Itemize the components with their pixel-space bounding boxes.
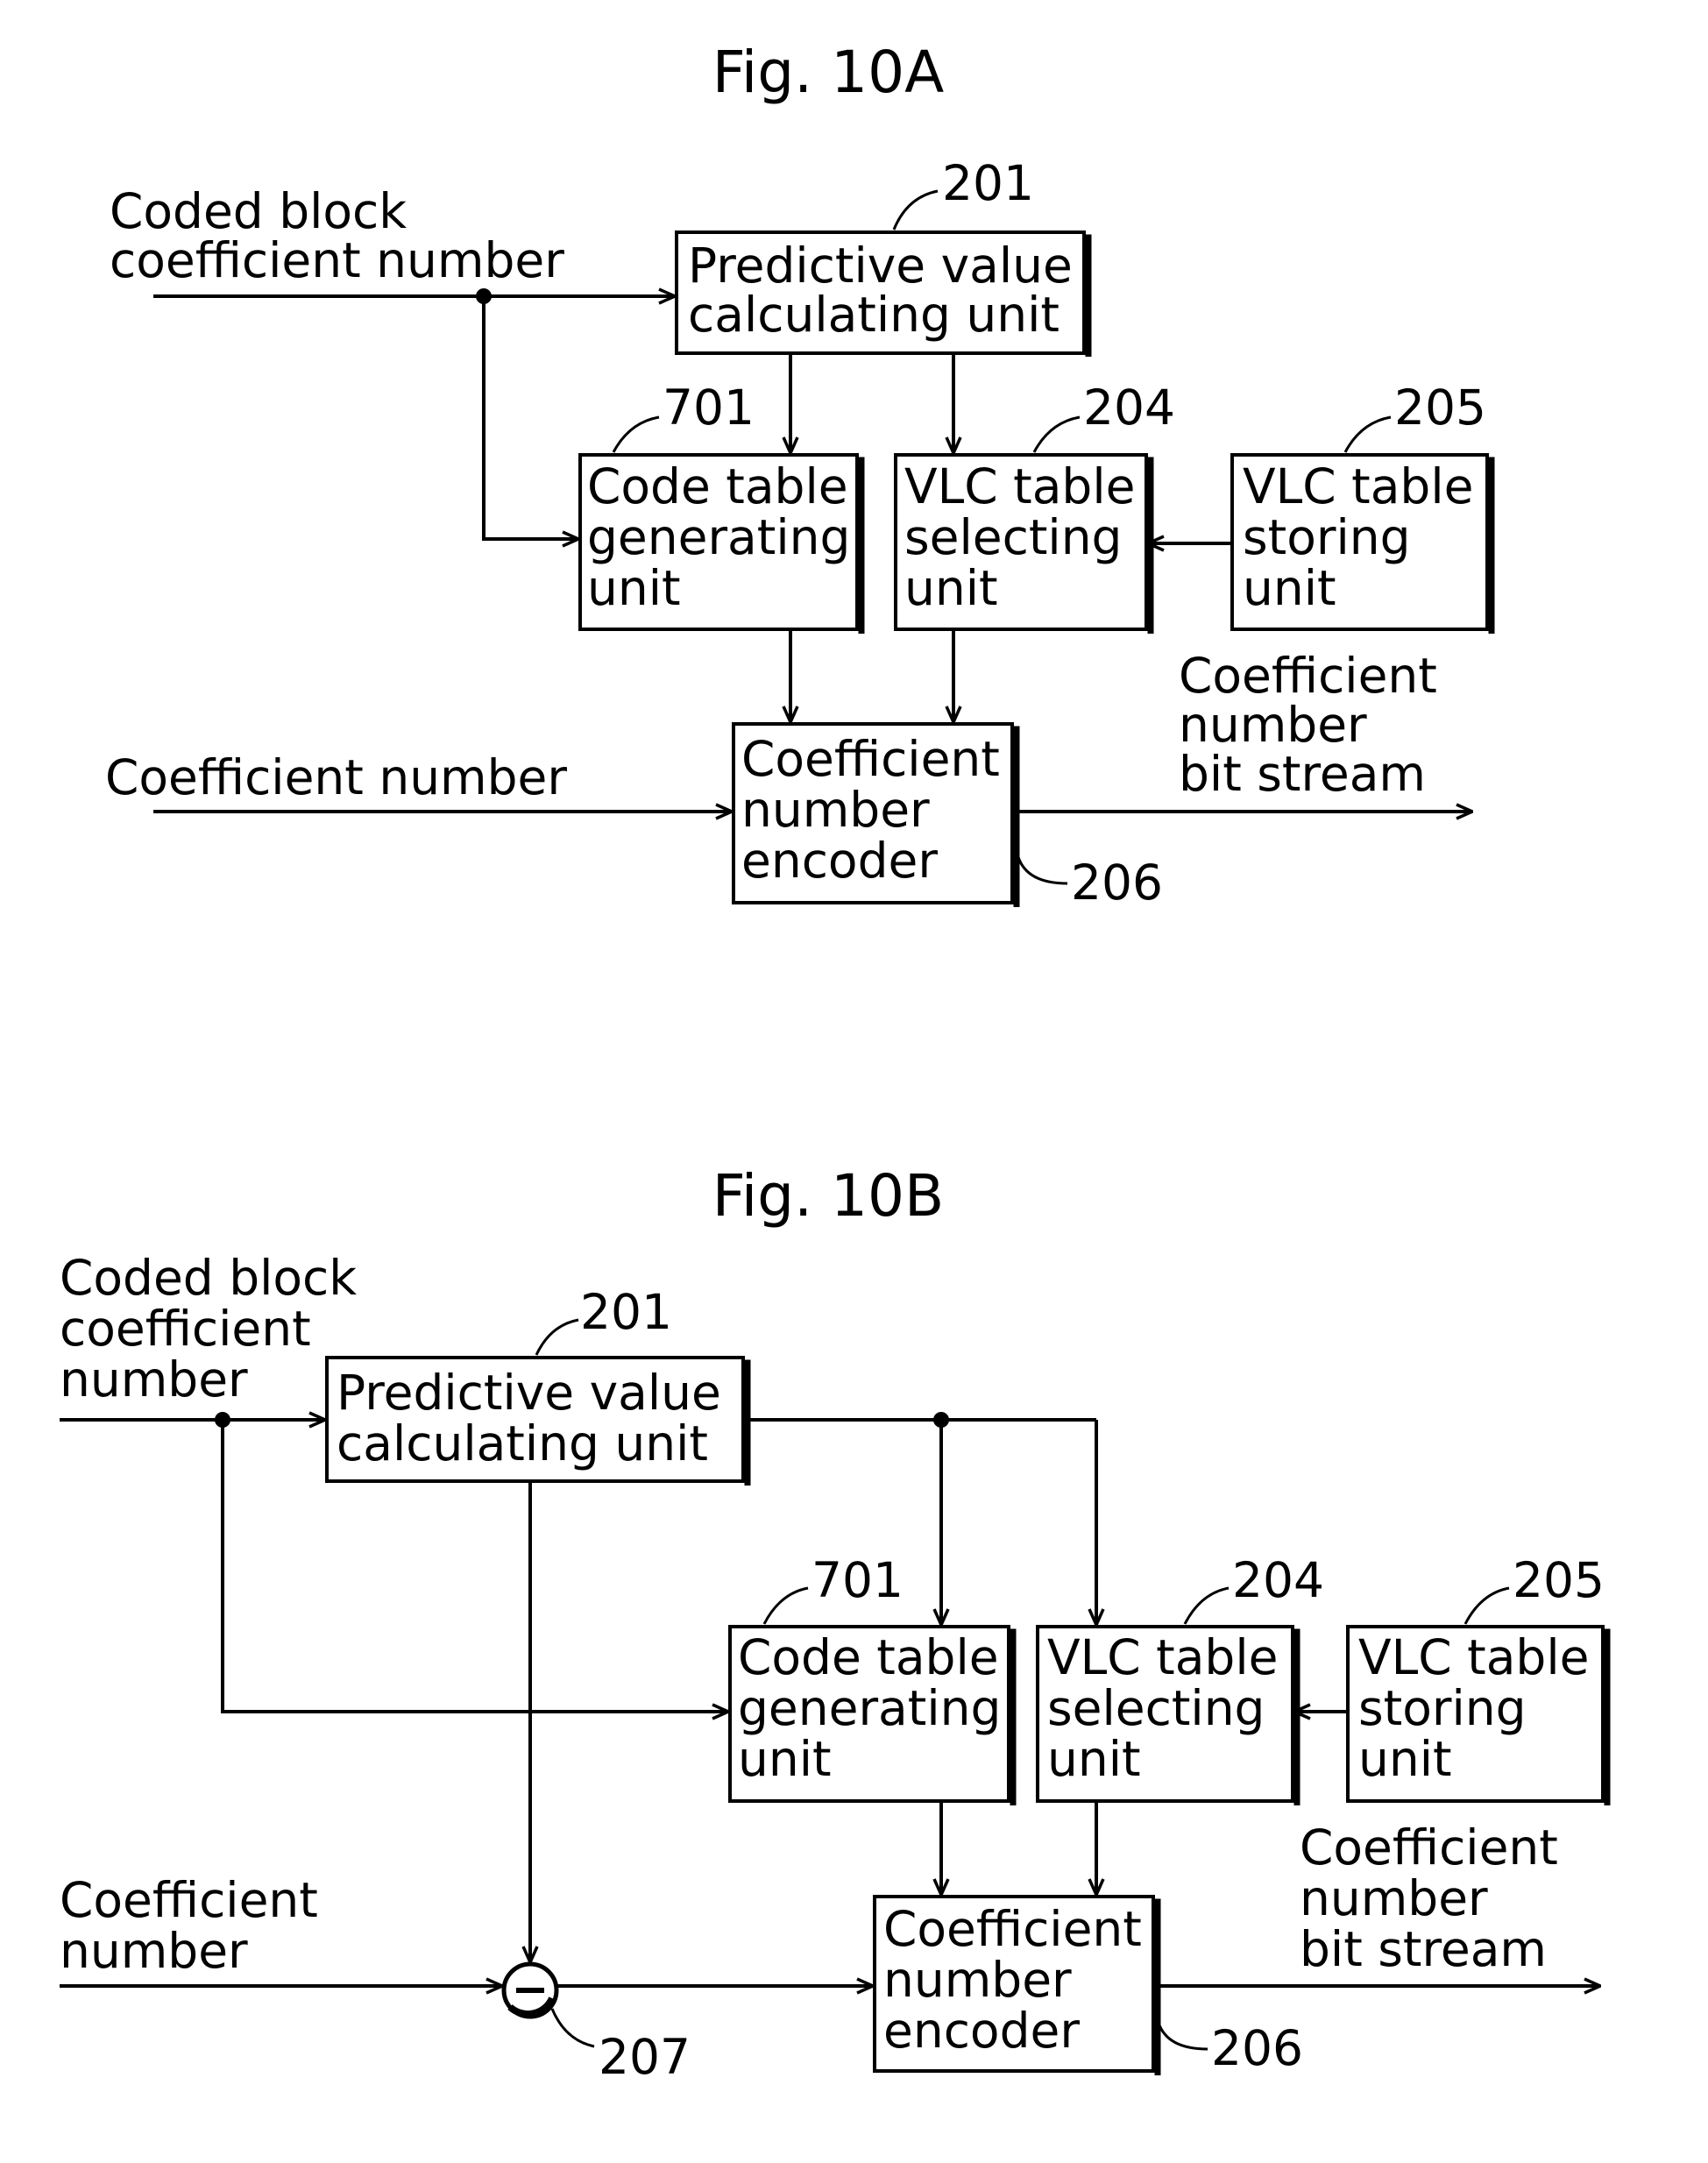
figure-10a: Fig. 10A Coded block coefficient number … (105, 39, 1495, 911)
fig-10b-vlc-storing-unit: VLC table storing unit 205 (1346, 1552, 1611, 1805)
fig-10a-predictive-line-2: calculating unit (688, 287, 1060, 343)
fig-10a-vlc-storing-unit: VLC table storing unit 205 (1230, 379, 1495, 634)
fig-10b-vlc-store-line-3: unit (1358, 1731, 1452, 1787)
fig-10b-subtractor-ref: 207 (599, 2029, 691, 2085)
fig-10b-output-line-1: Coefficient (1300, 1819, 1558, 1876)
fig-10b-code-table-line-2: generating (738, 1680, 1001, 1736)
fig-10b-input-coded-line-3: number (60, 1351, 248, 1408)
fig-10a-predictive-line-1: Predictive value (688, 238, 1073, 294)
fig-10b-code-table-unit: Code table generating unit 701 (728, 1552, 1017, 1805)
fig-10a-encoder-ref: 206 (1071, 855, 1163, 911)
fig-10b-subtractor: 207 (501, 1961, 691, 2085)
fig-10b-title: Fig. 10B (712, 1162, 945, 1230)
fig-10a-vlc-select-line-1: VLC table (904, 458, 1135, 514)
fig-10a-vlc-selecting-unit: VLC table selecting unit 204 (894, 379, 1175, 634)
fig-10a-encoder-line-1: Coefficient (741, 731, 1000, 787)
fig-10a-vlc-store-line-3: unit (1243, 560, 1336, 616)
fig-10b-encoder-line-2: number (883, 1952, 1072, 2008)
fig-10a-output-line-1: Coefficient (1179, 648, 1437, 704)
fig-10b-vlc-store-ref: 205 (1513, 1552, 1605, 1608)
fig-10a-predictive-ref: 201 (942, 155, 1034, 211)
fig-10a-vlc-store-line-1: VLC table (1243, 458, 1473, 514)
fig-10b-code-table-line-3: unit (738, 1731, 832, 1787)
fig-10a-connections (153, 288, 1472, 812)
fig-10a-input-coef-label: Coefficient number (105, 749, 567, 805)
fig-10b-encoder-line-3: encoder (883, 2003, 1080, 2059)
fig-10a-encoder-line-3: encoder (741, 833, 938, 889)
fig-10a-code-table-ref: 701 (663, 379, 755, 436)
fig-10a-predictive-value-unit: Predictive value calculating unit 201 (675, 155, 1092, 357)
fig-10b-predictive-line-2: calculating unit (337, 1415, 708, 1472)
fig-10a-code-table-line-3: unit (587, 560, 681, 616)
fig-10b-predictive-ref: 201 (580, 1284, 672, 1340)
fig-10a-code-table-line-1: Code table (587, 458, 848, 514)
fig-10a-code-table-unit: Code table generating unit 701 (578, 379, 865, 634)
figure-10b: Fig. 10B Coded block coefficient number … (60, 1162, 1611, 2085)
fig-10b-vlc-select-line-3: unit (1047, 1731, 1141, 1787)
fig-10b-input-coded-line-2: coefficient (60, 1301, 311, 1357)
fig-10a-input-coded-line-2: coefficient number (110, 232, 564, 288)
fig-10a-vlc-select-ref: 204 (1083, 379, 1175, 436)
fig-10b-predictive-line-1: Predictive value (337, 1365, 721, 1421)
fig-10b-code-table-line-1: Code table (738, 1629, 999, 1685)
fig-10b-encoder-line-1: Coefficient (883, 1901, 1142, 1957)
fig-10a-vlc-store-line-2: storing (1243, 509, 1411, 565)
fig-10a-input-coded-line-1: Coded block (110, 183, 407, 239)
fig-10a-title: Fig. 10A (712, 39, 944, 106)
fig-10a-vlc-store-ref: 205 (1394, 379, 1486, 436)
fig-10b-predictive-value-unit: Predictive value calculating unit 201 (325, 1284, 751, 1486)
fig-10b-output-line-3: bit stream (1300, 1921, 1547, 1977)
fig-10a-encoder-line-2: number (741, 782, 930, 838)
fig-10a-vlc-select-line-3: unit (904, 560, 998, 616)
fig-10b-input-coef-line-2: number (60, 1923, 248, 1979)
fig-10b-input-coef-line-1: Coefficient (60, 1872, 318, 1928)
fig-10b-encoder-unit: Coefficient number encoder 206 (873, 1895, 1303, 2076)
fig-10b-connections (60, 1412, 1600, 1986)
fig-10a-code-table-line-2: generating (587, 509, 850, 565)
fig-10b-vlc-store-line-1: VLC table (1358, 1629, 1589, 1685)
fig-10b-output-line-2: number (1300, 1870, 1488, 1926)
fig-10b-encoder-ref: 206 (1211, 2020, 1303, 2076)
fig-10a-output-line-3: bit stream (1179, 746, 1426, 802)
fig-10b-vlc-selecting-unit: VLC table selecting unit 204 (1036, 1552, 1324, 1805)
fig-10b-vlc-select-line-2: selecting (1047, 1680, 1265, 1736)
fig-10b-input-coded-line-1: Coded block (60, 1250, 357, 1306)
fig-10a-encoder-unit: Coefficient number encoder 206 (732, 722, 1163, 911)
fig-10b-vlc-store-line-2: storing (1358, 1680, 1527, 1736)
fig-10b-code-table-ref: 701 (811, 1552, 904, 1608)
fig-10a-vlc-select-line-2: selecting (904, 509, 1122, 565)
fig-10b-vlc-select-line-1: VLC table (1047, 1629, 1278, 1685)
fig-10a-output-line-2: number (1179, 697, 1367, 753)
fig-10b-vlc-select-ref: 204 (1232, 1552, 1324, 1608)
